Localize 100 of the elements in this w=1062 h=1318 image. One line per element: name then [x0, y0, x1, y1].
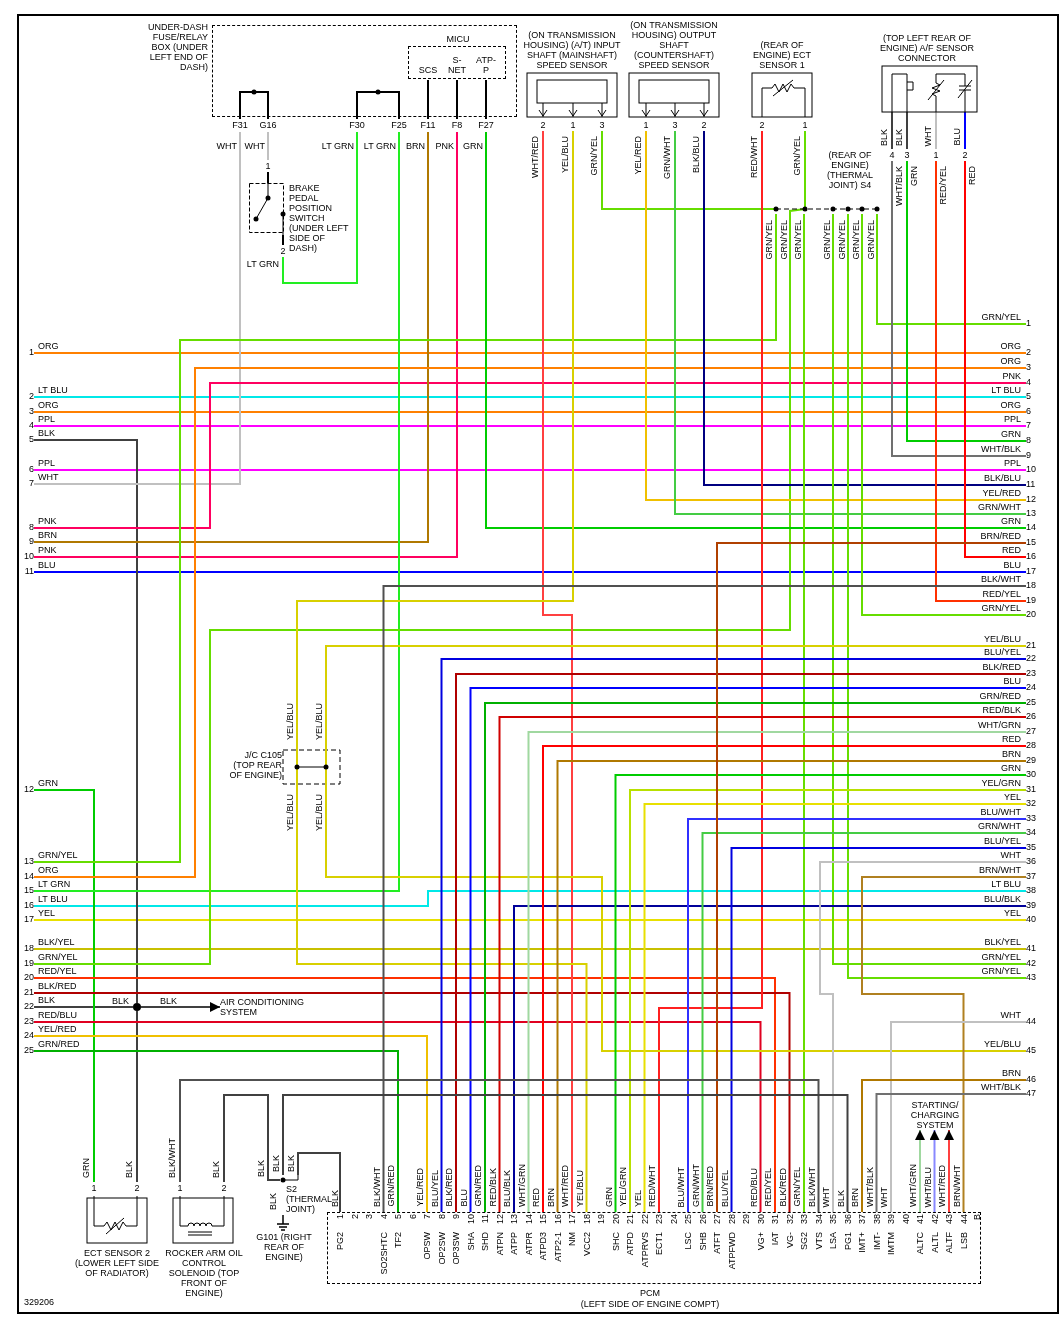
wire-color-label: BLU — [952, 128, 962, 146]
pin-label: 8 — [20, 521, 34, 535]
pin-name: ATPD3 — [538, 1232, 548, 1261]
wire-color-label: BLK/RED — [444, 1168, 454, 1207]
pin-number: 41 — [915, 1214, 925, 1224]
pin-label: 4 — [1026, 376, 1048, 390]
wire-color-label: YEL/RED — [38, 1024, 77, 1034]
wire-color-label: BRN/WHT — [951, 1165, 962, 1207]
pin-number: 40 — [900, 1214, 911, 1224]
pin-name: ATP2-1 — [552, 1232, 563, 1262]
pin-label: 21 — [1026, 639, 1048, 653]
wire-color-label: ORG — [1000, 341, 1021, 351]
pin-number: 23 — [654, 1214, 664, 1224]
wire-color-label: GRN/YEL — [981, 603, 1021, 613]
terminal-label: ATP- P — [475, 55, 497, 75]
wire — [296, 789, 588, 1213]
pin-label: 16 — [20, 899, 34, 913]
wire — [282, 131, 358, 284]
wire-color-label: RED/YEL — [938, 166, 948, 205]
pin-name: ATPN — [494, 1232, 505, 1256]
pin-label: 29 — [1026, 754, 1048, 768]
component-label: (REAR OF ENGINE) ECT SENSOR 1 — [752, 40, 812, 70]
component-label: PCM — [639, 1288, 661, 1298]
pin-label: 13 — [20, 855, 34, 869]
wire-color-label: BRN — [1002, 1068, 1021, 1078]
pin-number: 39 — [886, 1214, 896, 1224]
wire-color-label: BLU — [1003, 560, 1021, 570]
wire-color-label: RED/BLU — [748, 1168, 759, 1207]
pin-label: 37 — [1026, 870, 1048, 884]
pin-name: ALTL — [929, 1232, 940, 1253]
wire-color-label: GRN/YEL — [793, 220, 803, 260]
pin-label: 20 — [20, 971, 34, 985]
wire-color-label: BRN — [1002, 749, 1021, 759]
component-label: STARTING/ CHARGING SYSTEM — [909, 1100, 961, 1130]
component-label: (TOP LEFT REAR OF ENGINE) A/F SENSOR CONNECTOR — [879, 33, 975, 63]
pin-number: 21 — [625, 1214, 635, 1224]
wire-color-label: LT BLU — [38, 385, 68, 395]
pin-label: 43 — [1026, 971, 1048, 985]
pin-label: 38 — [1026, 884, 1048, 898]
wire — [485, 79, 487, 120]
pin-label: 31 — [1026, 783, 1048, 797]
pin-label: 13 — [1026, 507, 1048, 521]
pin-number: 2 — [349, 1214, 360, 1219]
wire — [906, 111, 908, 150]
pin-label: 1 — [261, 160, 275, 172]
wire-color-label: GRN/YEL — [792, 1167, 802, 1207]
wire — [703, 130, 1027, 486]
wire — [861, 1079, 1027, 1213]
terminal-label: S- NET — [447, 55, 467, 75]
wire-color-label: LT GRN — [38, 879, 71, 889]
wire-color-label: RED — [1002, 545, 1021, 555]
wire — [267, 131, 269, 161]
wire-color-label: RED/YEL — [982, 589, 1021, 599]
wire-color-label: GRN/WHT — [662, 136, 672, 179]
wire — [282, 1094, 849, 1213]
pin-label: F31 — [228, 119, 252, 132]
pin-name: ALTF — [944, 1232, 954, 1254]
wire — [223, 1094, 281, 1183]
wire-color-label: BLK — [286, 1155, 296, 1172]
pin-name: IMT- — [871, 1232, 882, 1250]
wire-color-label: WHT/GRN — [516, 1164, 527, 1207]
wire — [33, 382, 1027, 529]
pin-label: 40 — [1026, 913, 1048, 927]
pin-label: 2 — [697, 119, 711, 131]
wire-color-label: YEL — [1004, 908, 1021, 918]
pin-label: 16 — [1026, 550, 1048, 564]
wire-color-label: BLU/YEL — [983, 836, 1021, 846]
wire-color-label: GRN/YEL — [779, 220, 789, 260]
pin-name: TF2 — [393, 1232, 403, 1248]
wire-color-label: WHT — [244, 141, 265, 151]
wire-color-label: GRN/RED — [979, 691, 1021, 701]
wire-color-label: BLK — [38, 995, 55, 1005]
wire-color-label: BLK/YEL — [38, 937, 75, 947]
wire — [658, 130, 763, 1213]
wire — [861, 876, 1027, 1213]
wire-color-label: RED/BLK — [487, 1168, 498, 1207]
wire — [282, 1214, 284, 1220]
pin-name: SHC — [610, 1232, 621, 1251]
pin-label: 45 — [1026, 1044, 1048, 1058]
wire-color-label: WHT/GRN — [978, 720, 1021, 730]
pin-name: OPSW — [422, 1232, 432, 1260]
wire — [33, 131, 241, 485]
wire-color-label: GRN — [463, 141, 483, 151]
wire-color-label: YEL/BLU — [314, 702, 324, 740]
component-label: (ON TRANSMISSION HOUSING) (A/T) INPUT SHAFT (MAINSHAFT) SPEED SENSOR — [522, 30, 622, 70]
wire-color-label: LT GRN — [246, 259, 279, 269]
pin-name: ATPFWD — [726, 1232, 737, 1270]
wire-color-label: PNK — [38, 545, 57, 555]
wire — [382, 585, 1027, 1213]
pin-name: VG- — [784, 1232, 795, 1248]
system-label: AIR CONDITIONING SYSTEM — [220, 997, 305, 1017]
pin-label: 2 — [755, 119, 769, 131]
pin-label: 4 — [885, 149, 899, 161]
wire — [136, 1010, 138, 1183]
wire — [906, 160, 1027, 442]
component-label: ECT SENSOR 2 (LOWER LEFT SIDE OF RADIATOR) — [74, 1248, 160, 1278]
wire-color-label: LT GRN — [363, 141, 396, 151]
pin-label: F11 — [416, 119, 440, 132]
pin-label: 23 — [1026, 667, 1048, 681]
pin-label: 46 — [1026, 1073, 1048, 1087]
